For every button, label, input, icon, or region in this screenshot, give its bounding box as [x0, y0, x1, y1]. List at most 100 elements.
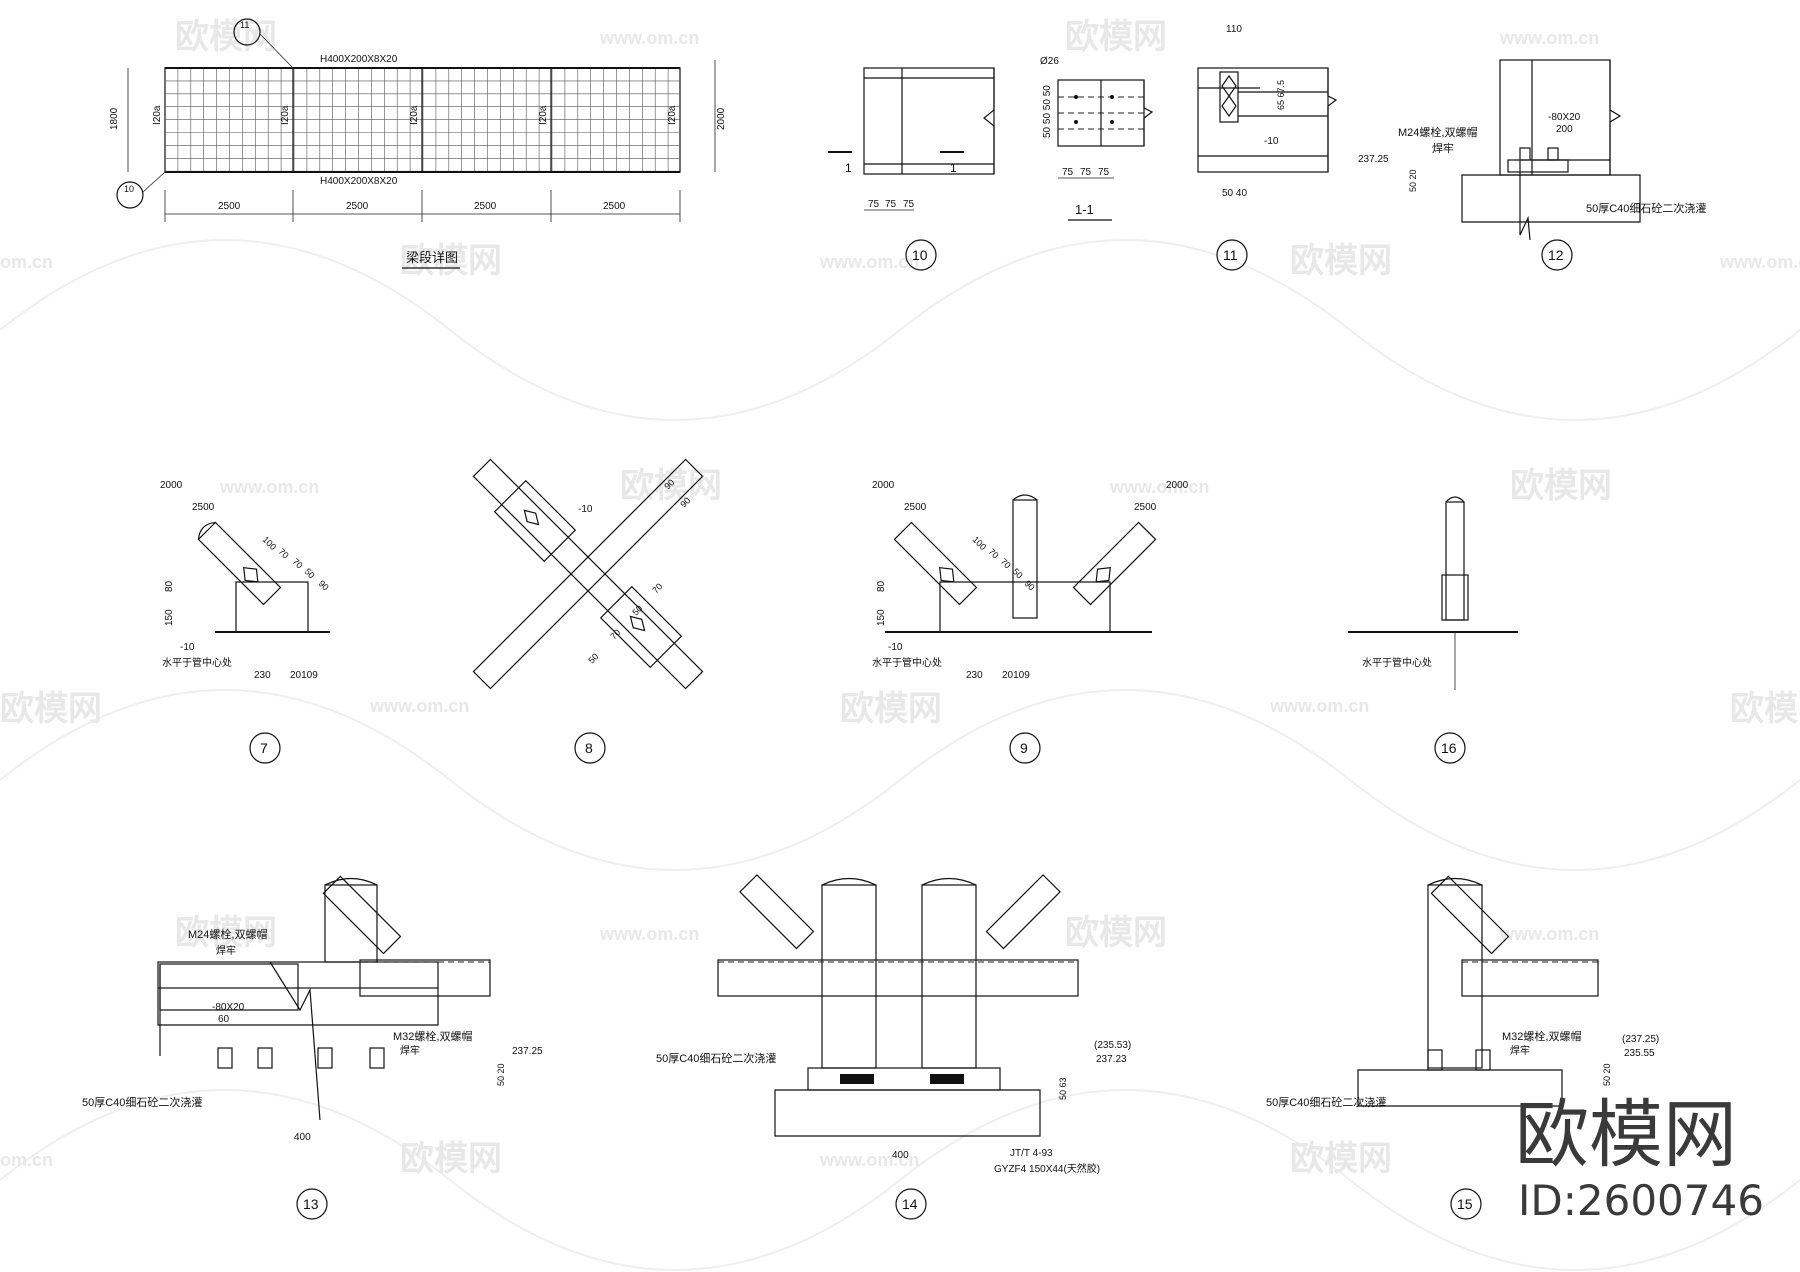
dim: 70 [987, 546, 1001, 560]
dim: 70 [650, 581, 664, 595]
dim: 90 [317, 578, 331, 592]
watermark-brand: 欧模网 [1510, 467, 1612, 505]
note: 水平于管中心处 [872, 656, 942, 669]
dim: 150 [876, 609, 887, 626]
detail-16: 水平于管中心处 16 [1348, 496, 1518, 764]
dim: 400 [892, 1150, 909, 1161]
beam-left-dim: 1800 [109, 107, 120, 130]
watermark-brand: 欧模网 [1065, 914, 1167, 952]
plate-width: 200 [1556, 124, 1573, 135]
dim: 70 [608, 627, 622, 641]
dim: 230 [254, 670, 271, 681]
beam-right-dim: 2000 [716, 107, 727, 130]
watermark-brand: 欧模网 [840, 690, 942, 728]
detail-number: 12 [1548, 247, 1564, 263]
plate-label: -80X20 [212, 1002, 245, 1013]
dim: 2000 [1166, 480, 1189, 491]
detail-7: 2000 2500 100 70 70 50 90 80 150 -10 水平于… [160, 480, 331, 764]
grout-label: 50厚C40细石砼二次浇灌 [1586, 201, 1706, 215]
bolt-label: M24螺栓,双螺帽 [1398, 125, 1477, 139]
grout-label: 50厚C40细石砼二次浇灌 [82, 1095, 202, 1109]
plate-width: 60 [218, 1014, 230, 1025]
watermark-url-short: om.cn [0, 1150, 53, 1170]
plate-label: -10 [180, 642, 195, 653]
dim: 2500 [904, 502, 927, 513]
vert-dim: 50 50 50 50 [1042, 85, 1053, 138]
dim: 75 [903, 199, 915, 210]
beam-span-dim: 2500 [346, 201, 369, 212]
hole-dia: Ø26 [1040, 56, 1059, 67]
dim: 20109 [1002, 670, 1030, 681]
detail-11: 110 65 67.5 -10 50 40 11 [1197, 24, 1338, 271]
elevation: (235.53) [1094, 1040, 1131, 1051]
dim: 90 [1023, 578, 1037, 592]
watermark-brand: 欧模网 [175, 914, 277, 952]
bolt-label: M24螺栓,双螺帽 [188, 927, 267, 941]
weld-label: 焊牢 [400, 1044, 420, 1057]
watermark-brand: 欧模网 [400, 1140, 502, 1178]
elevation: 237.23 [1096, 1054, 1127, 1065]
beam-top-label: H400X200X8X20 [320, 54, 398, 65]
bolt-label: M32螺栓,双螺帽 [1502, 1029, 1581, 1043]
beam-span-dim: 2500 [218, 201, 241, 212]
watermark-url: www.om.cn [599, 924, 699, 944]
brand-block: 欧模网 ID:2600746 [1515, 1092, 1764, 1225]
section-tag: 1 [845, 161, 852, 175]
dim: 100 [971, 534, 989, 552]
dim: 230 [966, 670, 983, 681]
dim: 50 [303, 566, 317, 580]
detail-number: 13 [303, 1196, 319, 1212]
post-label: I20a [409, 105, 420, 125]
gap-dim: 50 20 [1408, 169, 1418, 192]
beam-span-dim: 2500 [603, 201, 626, 212]
watermark-brand: 欧模网 [1290, 1140, 1392, 1178]
plate-label: -80X20 [1548, 112, 1581, 123]
d11-bottom: 50 40 [1222, 188, 1247, 199]
post-label: I20a [280, 105, 291, 125]
watermark-url: www.om.cn [1499, 924, 1599, 944]
bearing-label: GYZF4 150X44(天然胶) [994, 1162, 1100, 1175]
dim: 70 [277, 546, 291, 560]
watermark-url: www.om.cn [819, 1150, 919, 1170]
standard-label: JT/T 4-93 [1010, 1148, 1053, 1159]
detail-8: -10 90 90 50 70 50 70 8 [472, 458, 704, 764]
elevation: 237.25 [1358, 154, 1389, 165]
elevation: 237.25 [512, 1046, 543, 1057]
detail-14: 50厚C40细石砼二次浇灌 (235.53) 237.23 50 63 400 … [656, 874, 1131, 1220]
watermark-url: www.om.cn [599, 28, 699, 48]
gap-dim: 50 20 [1602, 1063, 1612, 1086]
detail-number: 7 [260, 740, 268, 756]
weld-label: 焊牢 [216, 944, 236, 957]
dim: 75 [885, 199, 897, 210]
beam-ref-top: 11 [240, 20, 249, 30]
plate-label: -10 [888, 642, 903, 653]
detail-15: M32螺栓,双螺帽 焊牢 (237.25) 235.55 50 20 50厚C4… [1266, 875, 1659, 1220]
dim: 2000 [160, 480, 183, 491]
detail-number: 15 [1457, 1196, 1473, 1212]
gap-dim: 50 20 [496, 1063, 506, 1086]
beam-caption: 梁段详图 [406, 250, 458, 265]
d11-side: 65 67.5 [1276, 80, 1286, 110]
grout-label: 50厚C40细石砼二次浇灌 [1266, 1095, 1386, 1109]
watermark-brand: 欧模网 [1065, 18, 1167, 56]
dim: 75 [868, 199, 880, 210]
detail-number: 11 [1223, 247, 1238, 263]
watermark-brand: 欧模网 [0, 690, 102, 728]
detail-9: 2000 2500 2000 2500 100 70 70 50 90 80 1… [872, 480, 1189, 764]
watermark-brand: 欧模网 [1730, 690, 1800, 728]
watermark-url: www.om.cn [369, 696, 469, 716]
elevation: 235.55 [1624, 1048, 1655, 1059]
beam-ref-bottom: 10 [124, 184, 134, 194]
bolt-label: M32螺栓,双螺帽 [393, 1029, 472, 1043]
dim: 2500 [1134, 502, 1157, 513]
detail-number: 16 [1441, 740, 1457, 756]
dim: 20109 [290, 670, 318, 681]
dim: 50 [586, 651, 600, 665]
note: 水平于管中心处 [1362, 656, 1432, 669]
note: 水平于管中心处 [162, 656, 232, 669]
brand-id: ID:2600746 [1518, 1176, 1764, 1225]
dim: 75 [1098, 167, 1110, 178]
dim: 150 [164, 609, 175, 626]
post-label: I20a [538, 105, 549, 125]
d11-top: 110 [1226, 24, 1242, 35]
